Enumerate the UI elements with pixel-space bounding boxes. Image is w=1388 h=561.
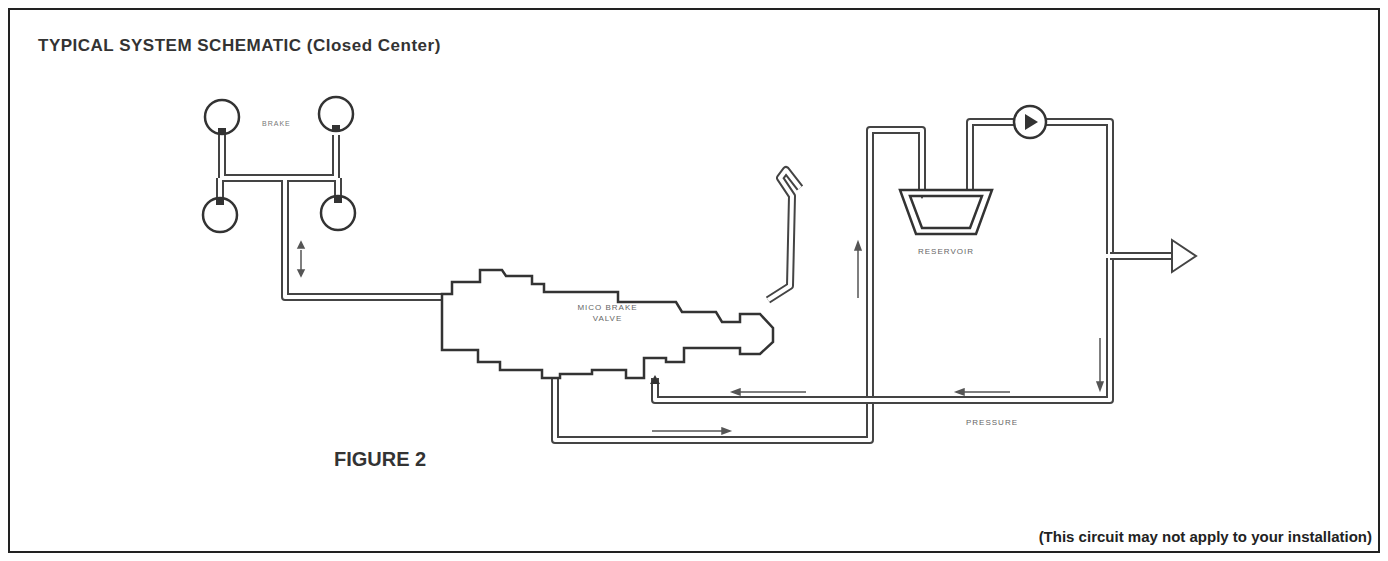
pump-symbol [1014,106,1046,138]
valve-body: MICO BRAKE VALVE [440,262,775,380]
brake-cylinder [203,97,355,232]
node-label: MICO BRAKE VALVE [576,302,640,324]
hydraulic-line [650,122,1110,400]
pipe-stroke [655,122,1110,400]
pipe-stroke [655,122,1110,400]
node-label: RESERVOIR [896,246,996,257]
figure-number: FIGURE 2 [334,448,426,471]
hydraulic-line [555,130,927,440]
valve-body-path [442,270,773,378]
frame-border [8,8,1380,553]
pipe-stroke [555,130,922,440]
brake-pipe [220,135,442,297]
title: TYPICAL SYSTEM SCHEMATIC (Closed Center) [38,36,441,56]
reservoir-path [900,190,992,234]
arrow-head [650,375,660,384]
flow-arrow [298,242,1103,434]
part-label: BRAKE [262,120,291,127]
line-label: PRESSURE [964,418,1020,427]
caption: (This circuit may not apply to your inst… [1039,528,1372,545]
brake-pedal [768,170,800,300]
outlet-arrow [1172,240,1196,272]
reservoir: RESERVOIR [896,188,996,260]
pump-arrow [1025,114,1038,130]
pipe-stroke [555,130,922,440]
